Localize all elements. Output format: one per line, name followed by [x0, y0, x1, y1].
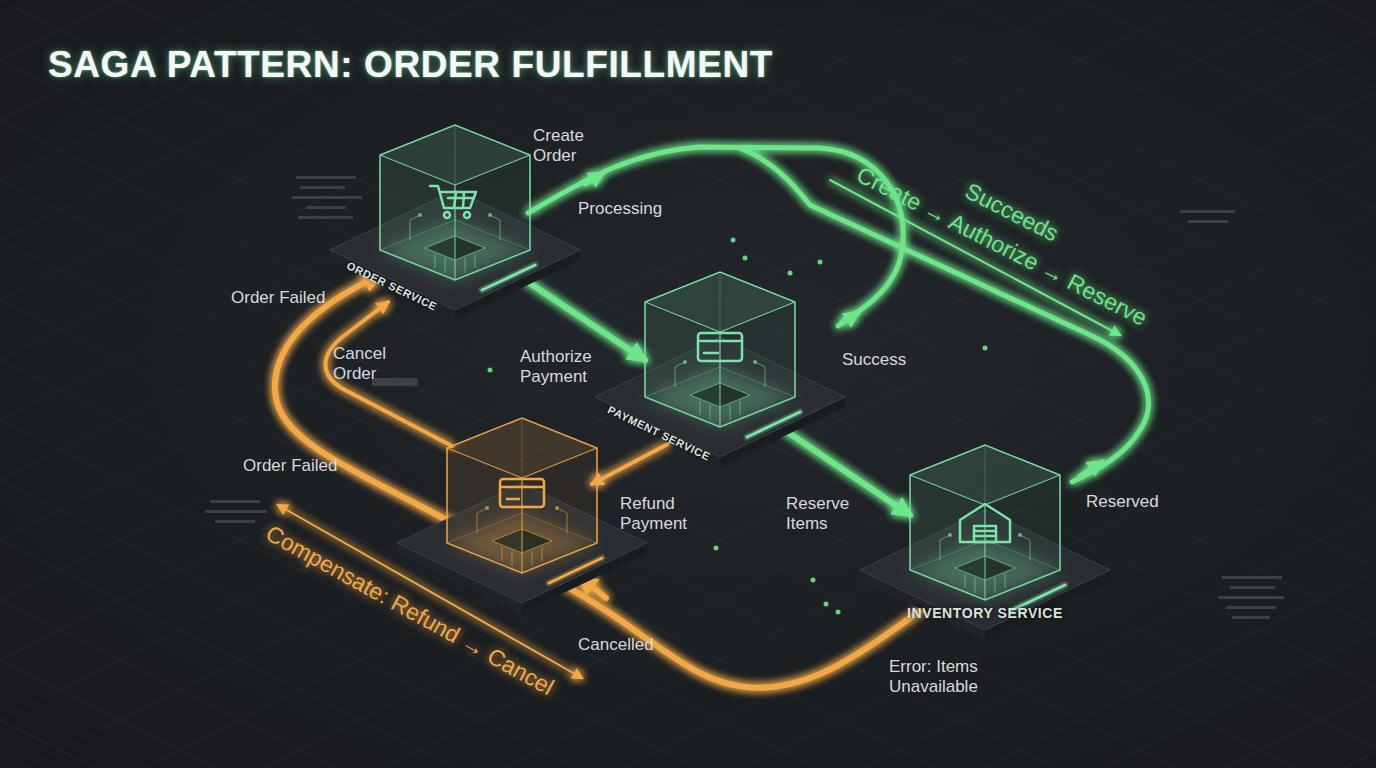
- diagram-title: SAGA PATTERN: ORDER FULFILLMENT: [48, 44, 773, 86]
- arrow-head: [838, 313, 858, 326]
- warehouse-icon: [960, 504, 1010, 542]
- flow-label: Reserved: [1086, 492, 1159, 512]
- cancel-arrow: [325, 302, 452, 446]
- service-label: PAYMENT SERVICE: [606, 403, 712, 462]
- cube-outline: [860, 445, 1110, 640]
- cube-outline: [595, 272, 845, 467]
- arrow-head: [585, 173, 603, 184]
- refund-arrow: [592, 444, 668, 484]
- cube-shape: [860, 440, 1110, 655]
- card-icon: [698, 333, 742, 361]
- code-scribbles: [205, 176, 1284, 619]
- flow-label: Create Order: [533, 126, 605, 166]
- success-loop-path: [740, 148, 1148, 482]
- cart-icon: [430, 186, 476, 218]
- success-loop: [528, 147, 1148, 482]
- flow-summary: Compensate: Refund → Cancel: [262, 520, 559, 700]
- flow-label: Refund Payment: [620, 494, 695, 534]
- service-label: INVENTORY SERVICE: [907, 605, 1063, 621]
- service-label: ORDER SERVICE: [345, 259, 439, 312]
- flow-label: Cancelled: [578, 635, 654, 655]
- flow-summary: Create → Authorize → Reserve: [853, 161, 1152, 330]
- flow-arrow: [275, 275, 935, 688]
- flow-label: Cancel Order: [333, 344, 395, 384]
- flow-label: Success: [842, 350, 906, 370]
- success-loop-path: [528, 147, 903, 322]
- edge-label: Reserve Items: [786, 494, 858, 534]
- service-cube: INVENTORY SERVICE: [910, 445, 1060, 600]
- service-cube: PAYMENT SERVICE: [645, 272, 795, 427]
- flow-label: Order Failed: [231, 288, 325, 308]
- compensation-lines: [278, 302, 668, 678]
- service-cube: ORDER SERVICE: [380, 125, 530, 280]
- flow-label: Error: Items Unavailable: [889, 657, 1039, 697]
- cube-shape: [595, 267, 845, 482]
- edge-label: Authorize Payment: [520, 347, 605, 387]
- flow-label: Order Failed: [243, 456, 337, 476]
- compensation-cube: [397, 418, 647, 613]
- card-icon: [500, 479, 544, 507]
- arrow-head: [1080, 462, 1102, 476]
- flow-label: Processing: [578, 199, 662, 219]
